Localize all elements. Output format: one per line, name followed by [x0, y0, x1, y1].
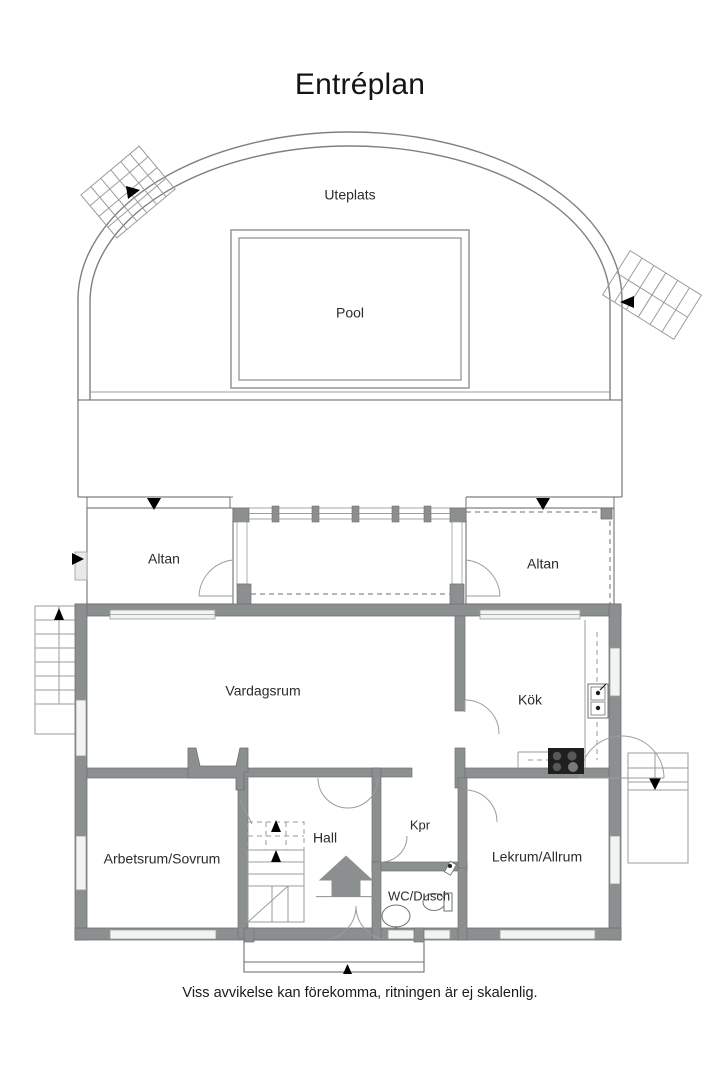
wc-fixtures [381, 860, 458, 930]
altan-right [465, 496, 615, 605]
pool-outline [230, 229, 470, 389]
terrace-dome-outline [77, 131, 623, 401]
arrow-stair-top-right [620, 296, 634, 308]
arrow-altan-left-side [72, 553, 84, 565]
room-label-uteplats: Uteplats [324, 187, 375, 203]
footer-disclaimer: Viss avvikelse kan förekomma, ritningen … [182, 985, 538, 1001]
room-labels: Uteplats Pool Altan Altan Vardagsrum Kök… [104, 187, 582, 904]
stair-interior-hall [239, 799, 305, 923]
room-label-altan-right: Altan [527, 556, 559, 572]
glass-wall-window-bank [232, 505, 467, 605]
page-title: Entréplan [294, 68, 426, 101]
room-label-hall: Hall [313, 830, 337, 846]
arrow-altan-left [147, 498, 161, 510]
room-label-kok: Kök [518, 692, 543, 708]
stair-exterior-right [627, 752, 689, 864]
room-label-kpr: Kpr [410, 817, 431, 832]
kitchen-stove [548, 748, 584, 774]
room-label-lekrum: Lekrum/Allrum [492, 849, 582, 865]
arrow-altan-right [536, 498, 550, 510]
entrance-porch [243, 855, 425, 974]
kitchen-sink [587, 683, 609, 719]
lower-terrace-outline [77, 400, 623, 508]
stair-exterior-top-right [601, 250, 703, 340]
room-label-arbetsrum: Arbetsrum/Sovrum [104, 851, 221, 867]
room-label-altan-left: Altan [148, 551, 180, 567]
room-label-wc-dusch: WC/Dusch [388, 888, 450, 903]
arrow-stair-top-left [126, 186, 140, 199]
room-label-vardagsrum: Vardagsrum [225, 683, 300, 699]
room-label-pool: Pool [336, 305, 364, 321]
